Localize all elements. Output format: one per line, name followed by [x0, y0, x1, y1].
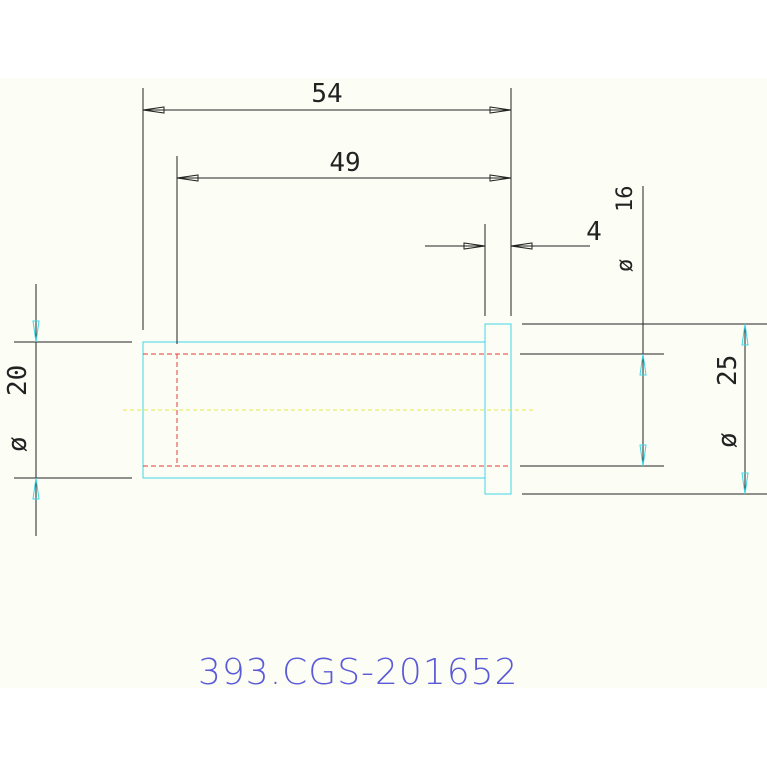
dim-overall-length — [142, 88, 512, 330]
dim-flange-diameter-symbol: ø — [713, 432, 743, 448]
dim-flange-diameter-label: 25 — [713, 355, 743, 386]
dim-bore-depth-label: 49 — [329, 148, 360, 178]
dim-flange-thickness-label: 4 — [586, 217, 602, 247]
dim-shaft-diameter-symbol: ø — [3, 436, 33, 452]
dim-flange-diameter — [522, 323, 767, 495]
dim-bore-diameter-symbol: ø — [613, 259, 638, 272]
dim-bore-diameter-label: 16 — [613, 186, 638, 213]
flange-outline — [484, 323, 512, 495]
dim-shaft-diameter-arrows — [32, 320, 40, 500]
dim-bore-diameter — [520, 186, 664, 467]
dim-flange-thickness — [425, 224, 590, 316]
dim-bore-depth — [176, 156, 512, 344]
dim-shaft-diameter-label: 20 — [3, 365, 33, 396]
dim-bore-diameter-arrows — [639, 353, 647, 467]
hidden-bore-lines — [143, 353, 511, 467]
dim-shaft-diameter — [14, 284, 132, 536]
dim-overall-length-label: 54 — [311, 79, 342, 109]
dim-flange-diameter-arrows — [741, 323, 749, 495]
drawing-area — [0, 78, 767, 688]
part-number: 393.CGS-201652 — [198, 652, 519, 693]
